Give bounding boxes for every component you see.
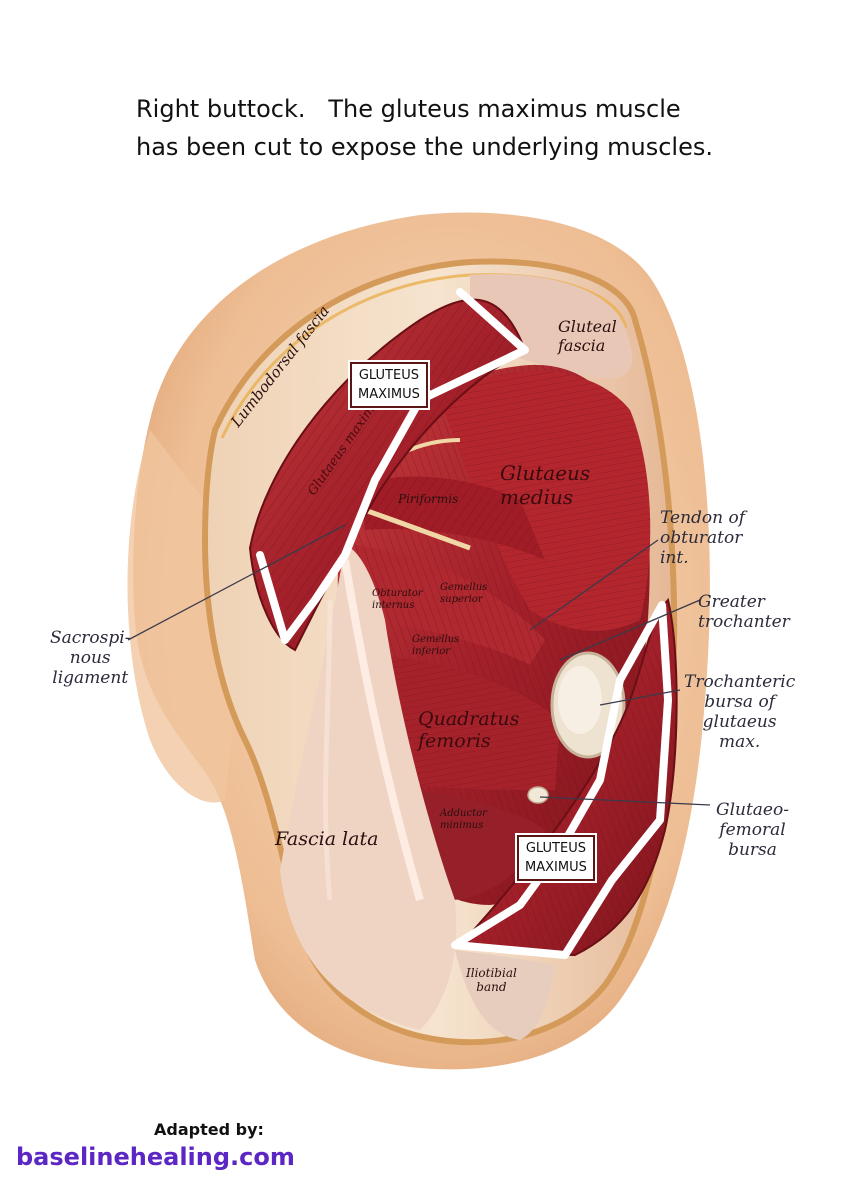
gluteus-maximus-lower-box: GLUTEUS MAXIMUS — [515, 833, 597, 883]
label-trochanteric-bursa: Trochanteric bursa of glutaeus max. — [684, 672, 796, 753]
diagram-title: Right buttock. The gluteus maximus muscl… — [136, 90, 816, 166]
gluteus-maximus-upper-box: GLUTEUS MAXIMUS — [348, 360, 430, 410]
title-line-1: Right buttock. The gluteus maximus muscl… — [136, 95, 681, 123]
site-credit-text: baselinehealing.com — [16, 1143, 295, 1171]
box-line-2: MAXIMUS — [358, 387, 420, 402]
label-greater-trochanter: Greater trochanter — [698, 592, 790, 633]
leader-lines — [127, 524, 711, 806]
label-iliotibial-band: Iliotibial band — [466, 966, 517, 995]
label-glutaeofemoral-bursa: Glutaeo- femoral bursa — [716, 800, 789, 861]
box-line-2: MAXIMUS — [525, 860, 587, 875]
label-gluteus-medius: Glutaeus medius — [500, 461, 591, 509]
box-line-1: GLUTEUS — [358, 368, 419, 383]
cut-line-upper — [256, 288, 529, 644]
cut-line-lower — [451, 601, 672, 959]
label-fascia-lata: Fascia lata — [275, 828, 379, 850]
label-gemellus-superior: Gemellus superior — [440, 582, 488, 605]
box-line-1: GLUTEUS — [525, 841, 586, 856]
fascia-lata — [280, 545, 457, 1030]
title-line-2: has been cut to expose the underlying mu… — [136, 133, 713, 161]
label-gluteal-fascia: Gluteal fascia — [558, 317, 617, 355]
label-adductor-minimus: Adductor minimus — [440, 808, 487, 831]
label-piriformis: Piriformis — [398, 492, 459, 506]
label-tendon-obturator: Tendon of obturator int. — [660, 508, 746, 569]
label-quadratus-femoris: Quadratus femoris — [418, 708, 520, 753]
label-sacrospinous-ligament: Sacrospi- nous ligament — [50, 628, 131, 689]
label-gemellus-inferior: Gemellus inferior — [412, 634, 460, 657]
label-obturator-internus: Obturator internus — [372, 588, 423, 611]
adapted-by-text: Adapted by: — [154, 1120, 264, 1139]
